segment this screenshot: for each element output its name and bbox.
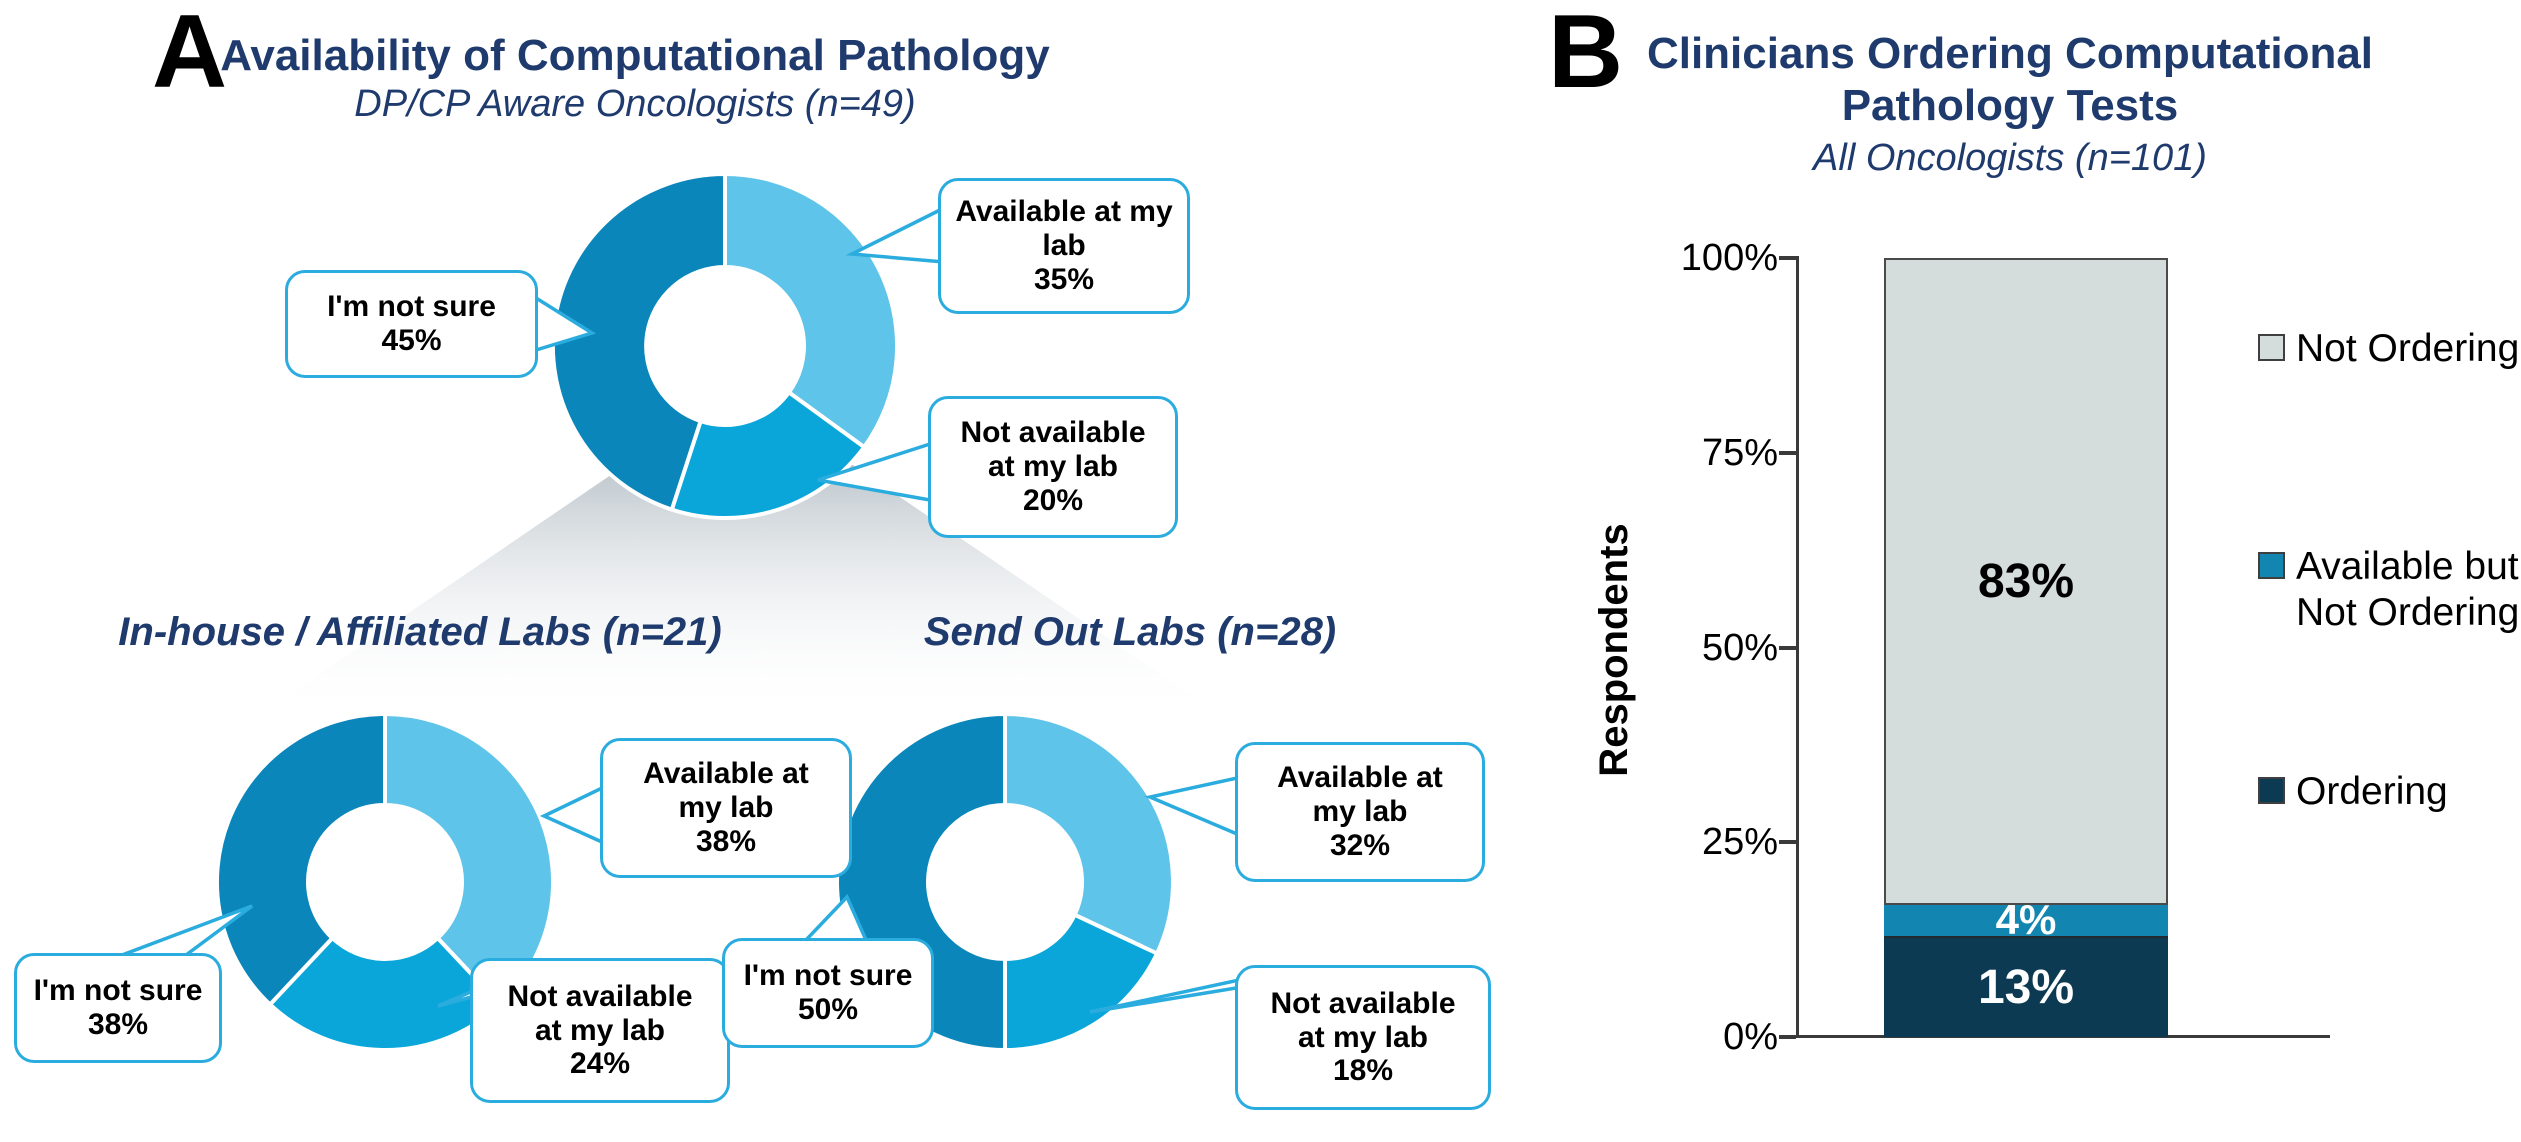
callout-percent: 20%: [1022, 483, 1084, 517]
callout-label: I'm not sure: [327, 290, 496, 324]
bar-segment-value: 83%: [1977, 554, 2075, 608]
bar-segment-value: 13%: [1977, 960, 2075, 1014]
callout-label: I'm not sure: [33, 974, 203, 1008]
donut-slice-available-at-my-lab: [723, 172, 900, 450]
stacked-bar: 83% 4% 13%: [1884, 258, 2168, 1037]
callout-notsure-top: I'm not sure 45%: [285, 270, 538, 378]
callout-label: Available at my lab: [955, 195, 1173, 263]
zoom-connector-shape: [255, 455, 1225, 718]
donut-slice-not-available-at-my-lab: [1003, 912, 1159, 1052]
callout-percent: 32%: [1329, 828, 1391, 862]
callout-percent: 18%: [1332, 1054, 1394, 1088]
legend-label-available-not-ordering: Available but Not Ordering: [2296, 545, 2520, 635]
panel-b-title: Clinicians Ordering Computational Pathol…: [1646, 29, 2374, 130]
legend-label-not-ordering: Not Ordering: [2296, 327, 2520, 370]
y-tick-mark: [1779, 840, 1796, 845]
callout-percent: 35%: [1033, 262, 1095, 296]
legend-swatch-not-ordering: [2258, 334, 2285, 361]
y-tick-label: 0%: [1723, 1016, 1778, 1058]
legend-label-ordering: Ordering: [2296, 770, 2448, 813]
y-tick-mark: [1779, 450, 1796, 455]
callout-percent: 38%: [695, 824, 757, 858]
callout-tail-available-left: [539, 785, 604, 845]
callout-available-sendout: Available at my lab 32%: [1235, 742, 1485, 882]
inhouse-chart-title: In-house / Affiliated Labs (n=21): [118, 610, 722, 654]
y-tick-label: 50%: [1701, 626, 1778, 669]
callout-notavailable-inhouse: Not available at my lab 24%: [470, 958, 730, 1103]
callout-notavailable-sendout: Not available at my lab 18%: [1235, 965, 1491, 1110]
callout-label: Not available at my lab: [1270, 986, 1456, 1054]
sendout-chart-title: Send Out Labs (n=28): [923, 610, 1337, 654]
callout-label: I'm not sure: [743, 959, 913, 993]
donut-slice-available-at-my-lab: [1003, 712, 1175, 956]
callout-label: Not available at my lab: [507, 979, 693, 1047]
callout-available-inhouse: Available at my lab 38%: [600, 738, 852, 878]
bar-segment-available-but-not-ordering: 4%: [1884, 896, 2168, 943]
callout-tail-available-top: [845, 205, 946, 264]
donut-slice-i-m-not-sure: [550, 172, 727, 512]
y-axis-line: [1796, 256, 1799, 1038]
callout-percent: 38%: [87, 1008, 149, 1041]
callout-label: Available at my lab: [643, 757, 809, 825]
y-tick-label: 75%: [1701, 431, 1778, 474]
callout-notsure-inhouse: I'm not sure 38%: [14, 953, 222, 1063]
callout-label: Available at my lab: [1277, 761, 1443, 829]
callout-notsure-sendout: I'm not sure 50%: [722, 938, 934, 1048]
donut-chart-aware-oncologists: [550, 172, 900, 521]
panel-label-a: A: [152, 0, 228, 110]
callout-label: Not available at my lab: [960, 416, 1146, 484]
callout-available-top: Available at my lab 35%: [938, 178, 1190, 314]
legend-swatch-available-not-ordering: [2258, 552, 2285, 579]
bar-segment-value: 4%: [1995, 896, 2057, 944]
panel-label-b: B: [1548, 0, 1624, 110]
panel-a-title: Availability of Computational Pathology: [220, 31, 1050, 80]
donut-slice-not-available-at-my-lab: [268, 936, 502, 1053]
y-tick-mark: [1779, 1035, 1796, 1039]
bar-segment-not-ordering: 83%: [1884, 258, 2168, 905]
callout-percent: 50%: [797, 993, 859, 1026]
y-tick-mark: [1779, 256, 1796, 260]
donut-slice-not-available-at-my-lab: [669, 390, 867, 521]
callout-notavailable-top: Not available at my lab 20%: [928, 396, 1178, 538]
y-tick-mark: [1779, 645, 1796, 650]
panel-a-subtitle: DP/CP Aware Oncologists (n=49): [354, 83, 916, 125]
y-tick-label: 100%: [1680, 237, 1778, 279]
legend-swatch-ordering: [2258, 777, 2285, 804]
y-tick-label: 25%: [1701, 821, 1778, 864]
panel-b-subtitle: All Oncologists (n=101): [1813, 137, 2207, 179]
bar-segment-ordering: 13%: [1884, 935, 2168, 1037]
callout-percent: 45%: [381, 324, 442, 357]
donut-slice-i-m-not-sure: [214, 712, 387, 1007]
callout-percent: 24%: [569, 1047, 631, 1081]
